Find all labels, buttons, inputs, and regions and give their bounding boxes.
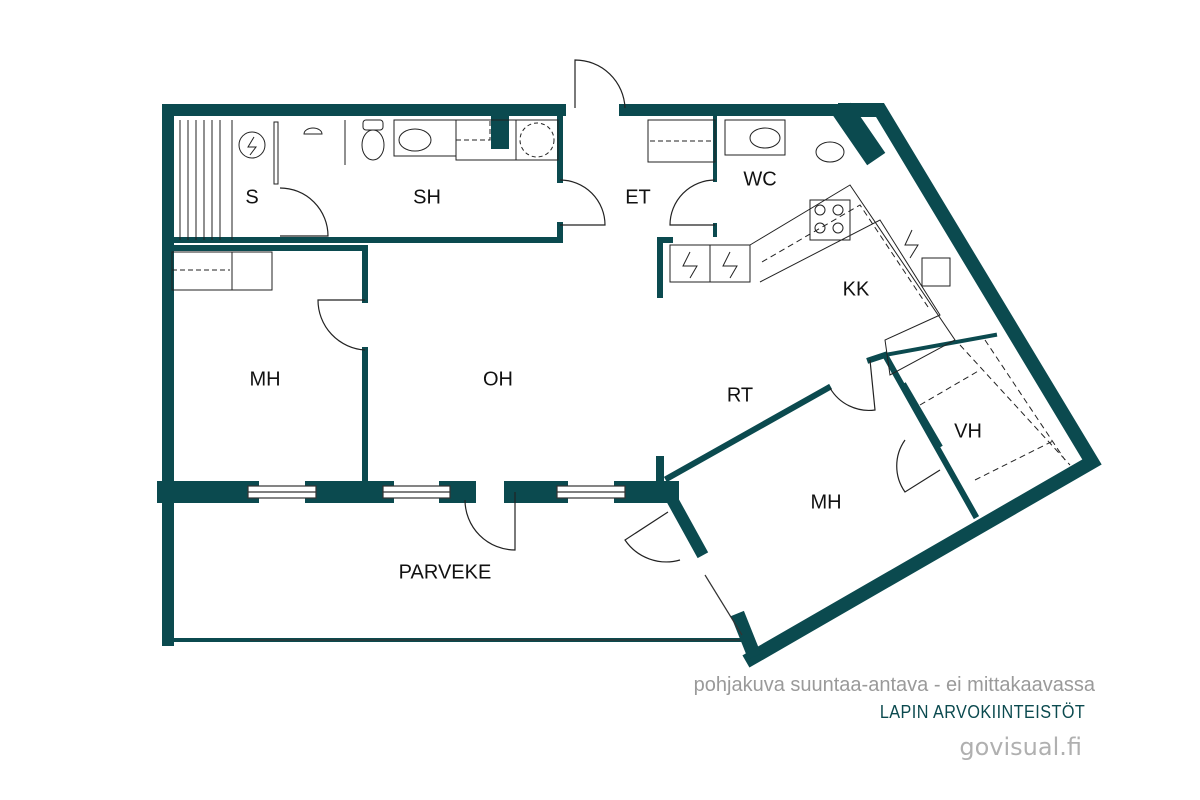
room-label-rt: RT (726, 384, 754, 407)
room-label-kk: KK (842, 278, 870, 301)
room-label-oh: OH (483, 368, 513, 391)
website-text: govisual.fi (959, 733, 1082, 761)
brand-name: LAPIN ARVOKIINTEISTÖT (879, 702, 1085, 722)
room-label-s: S (245, 186, 259, 209)
room-label-parveke: PARVEKE (398, 561, 492, 584)
room-label-wc: WC (743, 168, 777, 191)
doors (279, 59, 941, 563)
room-label-et: ET (625, 186, 651, 209)
room-label-sh: SH (413, 186, 441, 209)
disclaimer-text: pohjakuva suuntaa-antava - ei mittakaava… (693, 674, 1095, 696)
room-label-mh-right: MH (810, 491, 842, 514)
windows (247, 485, 743, 641)
room-label-mh-left: MH (249, 368, 281, 391)
fixtures (171, 119, 1071, 481)
room-label-vh: VH (954, 420, 982, 443)
